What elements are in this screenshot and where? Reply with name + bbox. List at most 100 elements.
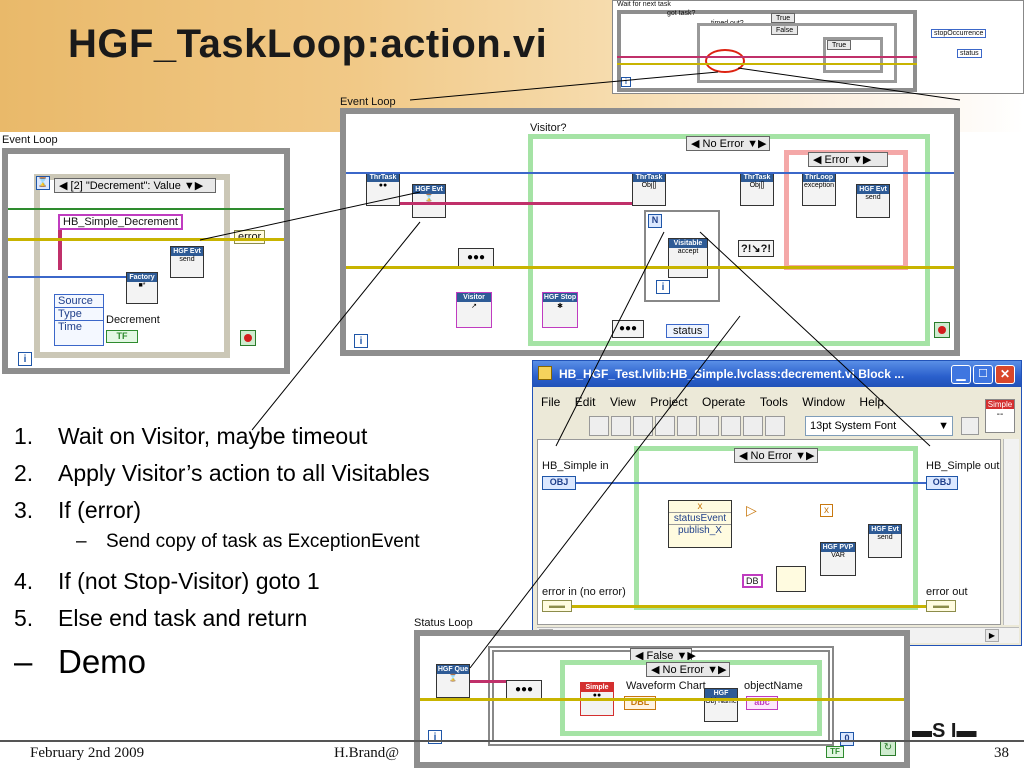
retain-values-icon[interactable] — [699, 416, 719, 436]
close-button[interactable]: ✕ — [995, 365, 1015, 384]
db-constant: DB — [742, 574, 763, 588]
thumb-gottask-label: got task? — [667, 10, 696, 17]
cluster-type: Type — [55, 308, 103, 321]
hb-simple-out-terminal: OBJ — [926, 476, 958, 490]
merge-errors-icon: ?!↘?! — [738, 240, 774, 257]
status-zero-constant: 0 — [840, 732, 854, 746]
slide-title: HGF_TaskLoop:action.vi — [68, 22, 548, 66]
window-title-bar[interactable]: HB_HGF_Test.lvlib:HB_Simple.lvclass:decr… — [533, 361, 1021, 387]
event-class-wire — [58, 230, 62, 270]
error-selector[interactable]: ◀ Error ▼▶ — [808, 152, 888, 167]
steps-list: 1.Wait on Visitor, maybe timeout 2.Apply… — [14, 418, 430, 637]
large-status-indicator: status — [666, 324, 710, 338]
maximize-button[interactable]: ☐ — [973, 365, 993, 384]
run-arrow-icon[interactable] — [589, 416, 609, 436]
status-task-wire — [470, 680, 506, 683]
footer-divider — [0, 740, 1024, 742]
menu-project[interactable]: Project — [650, 395, 688, 409]
abort-icon[interactable] — [633, 416, 653, 436]
font-select[interactable]: 13pt System Font▼ — [805, 416, 953, 436]
waveform-chart-label: Waveform Chart — [626, 680, 706, 692]
scroll-right-arrow-icon[interactable]: ▶ — [985, 629, 999, 642]
run-continuous-icon[interactable] — [611, 416, 631, 436]
status-loop-frame: ◀ False ▼▶ ◀ No Error ▼▶ HGF Que⌛ ●●● Si… — [414, 630, 910, 768]
menu-window[interactable]: Window — [802, 395, 845, 409]
step-over-icon[interactable] — [743, 416, 763, 436]
visitor-question-label: Visitor? — [530, 122, 567, 134]
thumbnail-diagram: Wait for next task got task? timed out? … — [612, 0, 1024, 94]
simple-class-badge: Simple -- — [985, 399, 1015, 433]
large-iteration-icon: i — [354, 334, 368, 348]
property-publish: publish_X — [678, 525, 722, 536]
thumb-wire-1 — [617, 56, 917, 58]
window-app-icon — [538, 366, 552, 380]
thumb-iteration-icon: i — [621, 77, 631, 87]
thumb-wait-label: Wait for next task — [617, 1, 671, 8]
status-tf-constant: TF — [826, 746, 844, 758]
small-error-wire — [8, 238, 284, 241]
error-out-terminal: ▬▬ — [926, 600, 956, 612]
highlight-bulb-icon[interactable] — [677, 416, 697, 436]
hb-simple-in-label: HB_Simple in — [542, 460, 609, 472]
thumb-wire-2 — [617, 63, 917, 65]
menu-edit[interactable]: Edit — [574, 395, 596, 409]
diagram-canvas[interactable]: HB_Simple in OBJ HB_Simple out OBJ ◀ No … — [537, 439, 1001, 625]
toolbar — [589, 416, 787, 436]
menu-file[interactable]: File — [541, 395, 561, 409]
thumb-stop-label: stopOccurrence — [931, 29, 987, 38]
small-ref-wire — [8, 276, 126, 278]
class-constant: HB_Simple_Decrement — [58, 214, 183, 230]
block-no-error-selector[interactable]: ◀ No Error ▼▶ — [734, 448, 818, 463]
step-out-icon[interactable] — [765, 416, 785, 436]
factory-node: Factory■* — [126, 272, 158, 304]
property-status-event: statusEvent — [669, 513, 731, 525]
hb-simple-out-label: HB_Simple out — [926, 460, 1000, 472]
block-diagram-window[interactable]: HB_HGF_Test.lvlib:HB_Simple.lvclass:decr… — [532, 360, 1022, 646]
large-no-error-selector[interactable]: ◀ No Error ▼▶ — [686, 136, 770, 151]
menu-view[interactable]: View — [609, 395, 636, 409]
event-timeout-terminal: ⌛ — [36, 176, 50, 190]
event-case-selector[interactable]: ◀ [2] "Decrement": Value ▼▶ — [54, 178, 216, 193]
event-loop-small-frame: ⌛ ◀ [2] "Decrement": Value ▼▶ HB_Simple_… — [2, 148, 290, 374]
footer-author: H.Brand@ — [334, 745, 400, 761]
error-out-label: error out — [926, 586, 968, 598]
variant-node — [776, 566, 806, 592]
for-loop-n: N — [648, 214, 662, 228]
status-loop-label: Status Loop — [414, 617, 473, 629]
object-name-label: objectName — [744, 680, 803, 692]
hgf-stop-constant: HGF Stop✱ — [542, 292, 578, 328]
menu-tools[interactable]: Tools — [759, 395, 788, 409]
pause-icon[interactable] — [655, 416, 675, 436]
error-in-terminal: ▬▬ — [542, 600, 572, 612]
demo-item: –Demo — [14, 643, 147, 680]
large-ref-wire — [346, 172, 954, 174]
cluster-time: Time — [58, 321, 83, 333]
step-item-2: 2.Apply Visitor’s action to all Visitabl… — [14, 460, 430, 486]
small-error-indicator: error — [234, 230, 266, 244]
menu-operate[interactable]: Operate — [702, 395, 746, 409]
vertical-scrollbar[interactable] — [1003, 439, 1019, 625]
thumb-true2-selector: True — [827, 40, 852, 50]
align-icon[interactable] — [961, 417, 979, 435]
small-iteration-icon: i — [18, 352, 32, 366]
small-stop-button — [240, 330, 256, 346]
step-into-icon[interactable] — [721, 416, 741, 436]
minimize-button[interactable]: ▁ — [951, 365, 971, 384]
menu-help[interactable]: Help — [859, 395, 885, 409]
status-no-error-selector[interactable]: ◀ No Error ▼▶ — [646, 662, 730, 677]
large-thrtask-node-1: ThrTask●● — [366, 172, 400, 206]
event-loop-large-label: Event Loop — [340, 96, 396, 108]
status-error-wire — [420, 698, 904, 701]
small-bool-wire — [8, 208, 284, 210]
visitor-constant: Visitor↗ — [456, 292, 492, 328]
simple-badge-dashes: -- — [996, 409, 1004, 420]
hb-simple-in-terminal: OBJ — [542, 476, 576, 490]
